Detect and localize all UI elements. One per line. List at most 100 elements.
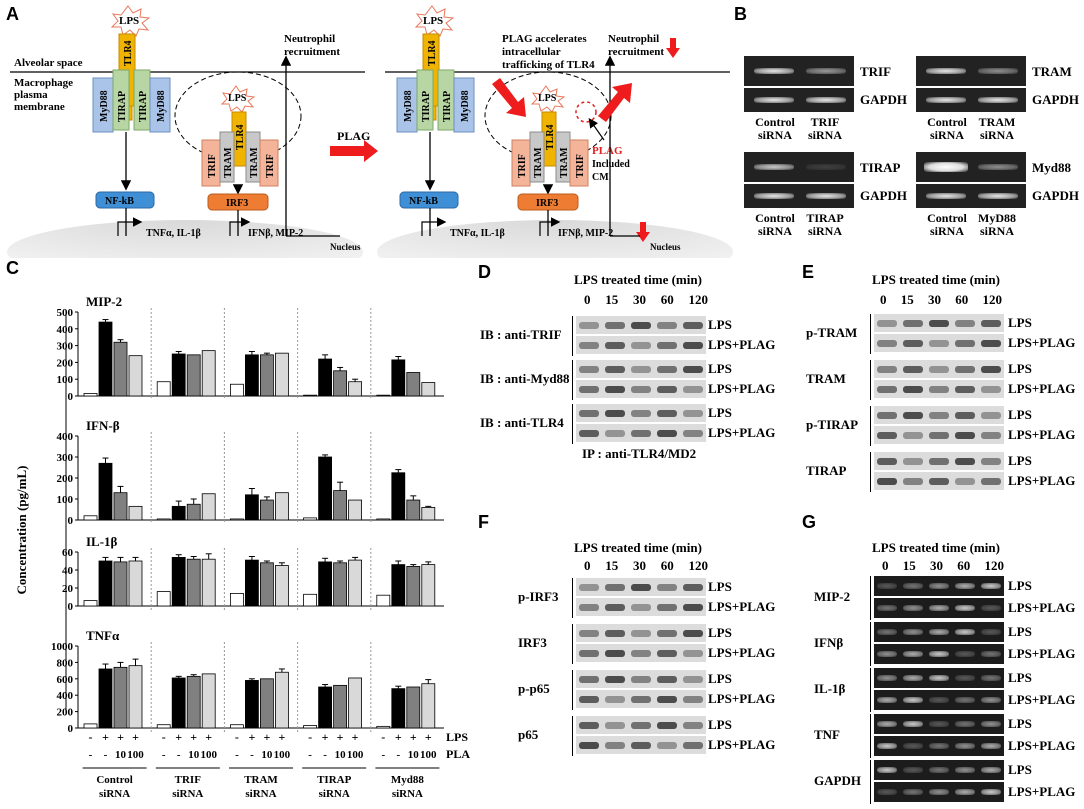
alveolar-space-label: Alveolar space	[14, 57, 83, 69]
bar	[259, 562, 274, 607]
band	[955, 767, 975, 773]
y-tick-label: 0	[68, 391, 74, 403]
blot-condition-label: LPS	[1008, 578, 1032, 593]
y-tick-label: 500	[57, 307, 74, 319]
gel-tram	[916, 56, 1026, 86]
blot-row-label: p-IRF3	[518, 589, 559, 604]
y-tick-label: 400	[57, 324, 74, 336]
blot-condition-label: LPS+PLAG	[1008, 381, 1076, 396]
bar	[391, 472, 406, 521]
bar	[201, 493, 216, 521]
blot-strip	[576, 336, 706, 354]
blot-row-label: p65	[518, 727, 539, 742]
tram-label: TRAM	[223, 147, 234, 178]
tlr4-label: TLR4	[123, 40, 134, 66]
bar	[186, 354, 201, 397]
tlr4-label-3: TLR4	[427, 40, 438, 66]
band	[683, 342, 703, 349]
blot-row-label: TNF	[814, 727, 840, 742]
included-label-2: CM	[592, 172, 609, 183]
red-arrow-in	[492, 78, 526, 117]
gel-label-tram: TRAM	[1032, 64, 1072, 79]
chart-title: IFN-β	[86, 418, 120, 433]
blot-strip	[576, 670, 706, 688]
band	[806, 97, 846, 103]
group-label: siRNA	[245, 788, 276, 800]
band	[981, 697, 1001, 703]
band	[929, 386, 949, 393]
bar	[348, 559, 363, 607]
tirap-label: TIRAP	[117, 91, 128, 122]
y-tick-label: 200	[57, 357, 74, 369]
band	[631, 696, 651, 703]
band	[929, 458, 949, 465]
band	[978, 193, 1018, 199]
gel-label-gapdh-2: GAPDH	[1032, 92, 1079, 107]
bar	[171, 677, 186, 729]
blot-strip	[874, 782, 1004, 802]
band	[981, 386, 1001, 393]
band	[903, 340, 923, 347]
bar	[348, 499, 363, 521]
blot-condition-label: LPS+PLAG	[708, 599, 776, 614]
blot-row-label: IB : anti-TLR4	[480, 415, 564, 430]
band	[657, 742, 677, 749]
red-arrow-out	[598, 83, 632, 122]
blot-condition-label: LPS	[1008, 624, 1032, 639]
blot-strip	[576, 380, 706, 398]
blot-strip	[874, 690, 1004, 710]
blot-condition-label: LPS+PLAG	[1008, 473, 1076, 488]
blot-strip	[874, 380, 1004, 398]
lps-sign: +	[322, 730, 329, 744]
band	[657, 386, 677, 393]
band	[955, 432, 975, 439]
blot-condition-label: LPS+PLAG	[1008, 784, 1076, 799]
blot-strip	[576, 360, 706, 378]
band	[903, 767, 923, 773]
gel-gapdh-3	[744, 184, 854, 208]
band	[955, 789, 975, 795]
lps-sign: -	[308, 730, 312, 744]
y-tick-label: 0	[68, 601, 74, 613]
y-tick-label: 200	[57, 707, 74, 719]
bar	[156, 518, 171, 521]
lps-sign: +	[352, 730, 359, 744]
membrane-label-3: membrane	[14, 101, 65, 113]
blot-strip	[576, 316, 706, 334]
y-tick-label: 800	[57, 657, 74, 669]
blot-strip	[576, 690, 706, 708]
band	[926, 193, 966, 199]
band	[955, 675, 975, 681]
blot-strip	[874, 598, 1004, 618]
gel-myd88	[916, 152, 1026, 182]
blot-bracket	[870, 668, 871, 712]
band	[981, 366, 1001, 373]
group-label: Myd88	[391, 774, 425, 786]
band	[903, 743, 923, 749]
plag-dose: -	[250, 749, 254, 761]
band	[754, 97, 794, 103]
band	[978, 97, 1018, 103]
blot-bracket	[572, 624, 573, 664]
bar	[201, 673, 216, 729]
band	[955, 651, 975, 657]
bar	[128, 355, 143, 397]
blot-strip	[576, 404, 706, 422]
band	[981, 721, 1001, 727]
band	[683, 722, 703, 729]
membrane-label-2: plasma	[14, 89, 48, 101]
band	[605, 322, 625, 329]
band	[605, 386, 625, 393]
y-tick-label: 300	[57, 452, 74, 464]
band	[754, 68, 794, 74]
plag-dose: -	[104, 749, 108, 761]
band	[579, 430, 599, 437]
bar	[376, 394, 391, 397]
band	[683, 322, 703, 329]
band	[631, 604, 651, 611]
blot-strip	[874, 576, 1004, 596]
bar	[98, 560, 113, 607]
band	[605, 410, 625, 417]
band	[683, 630, 703, 637]
